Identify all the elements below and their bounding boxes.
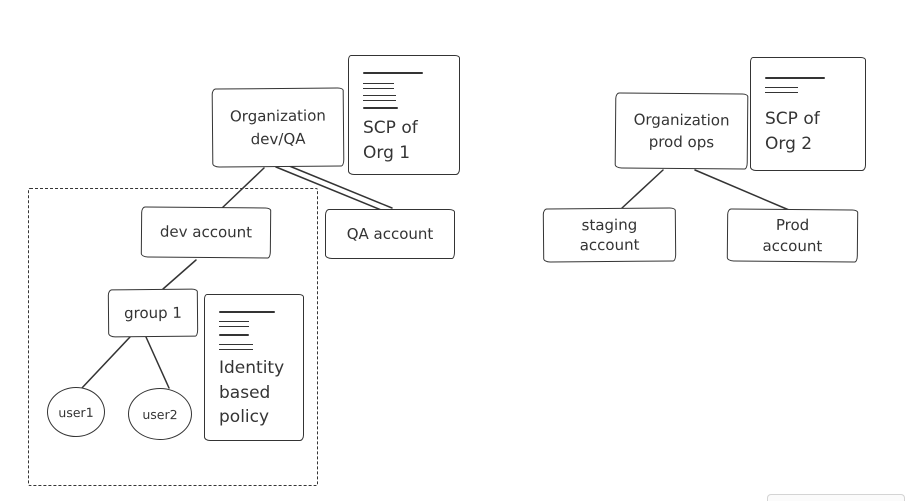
identity-policy-document[interactable]: Identity based policy <box>204 294 304 441</box>
staging-account-label-line1: staging <box>581 215 638 234</box>
user1-label: user1 <box>58 404 94 420</box>
document-line <box>219 334 249 336</box>
document-line <box>363 107 398 109</box>
document-line <box>219 344 253 350</box>
group1-box[interactable]: group 1 <box>107 288 199 338</box>
document-line <box>363 83 394 89</box>
user1-ellipse[interactable]: user1 <box>46 386 106 438</box>
document-line <box>765 77 825 79</box>
connector-orgprod-to-staging <box>621 169 664 209</box>
prod-account-label-line1: Prod <box>775 216 810 235</box>
qa-account-label: QA account <box>346 224 434 243</box>
group1-label: group 1 <box>123 303 183 323</box>
scp-org2-label-line2: Org 2 <box>765 133 813 154</box>
dev-account-label: dev account <box>159 222 253 242</box>
document-line <box>219 311 275 313</box>
dev-account-box[interactable]: dev account <box>140 206 272 259</box>
org-prodops-label-line2: prod ops <box>648 132 715 152</box>
identity-policy-label-line3: policy <box>219 407 270 428</box>
org-devqa-label-line1: Organization <box>229 106 326 126</box>
scp-org1-label-line2: Org 1 <box>363 142 411 163</box>
org-prodops-box[interactable]: Organization prod ops <box>614 92 749 170</box>
connector-orgprod-to-prod <box>694 169 790 211</box>
prod-account-box[interactable]: Prod account <box>726 208 859 263</box>
document-line <box>765 87 798 93</box>
scp-org2-label-line1: SCP of <box>765 109 820 129</box>
staging-account-box[interactable]: staging account <box>542 207 677 263</box>
scp-org1-label-line1: SCP of <box>363 118 418 138</box>
horizontal-scrollbar[interactable] <box>767 494 905 501</box>
scp-org2-document[interactable]: SCP of Org 2 <box>750 57 866 171</box>
scp-org1-document[interactable]: SCP of Org 1 <box>348 55 460 175</box>
staging-account-label-line2: account <box>579 235 640 255</box>
org-devqa-label-line2: dev/QA <box>250 129 306 148</box>
dev-boundary-dashed-box[interactable] <box>28 188 318 486</box>
document-line <box>363 95 396 101</box>
org-devqa-box[interactable]: Organization dev/QA <box>211 87 345 168</box>
user2-ellipse[interactable]: user2 <box>127 387 193 441</box>
document-line <box>363 72 423 74</box>
document-line <box>219 321 249 327</box>
identity-policy-label-line1: Identity <box>219 358 285 378</box>
qa-account-box[interactable]: QA account <box>325 209 455 259</box>
org-prodops-label-line1: Organization <box>633 110 730 129</box>
user2-label: user2 <box>142 406 178 422</box>
prod-account-label-line2: account <box>762 236 823 255</box>
identity-policy-label-line2: based <box>219 382 271 403</box>
